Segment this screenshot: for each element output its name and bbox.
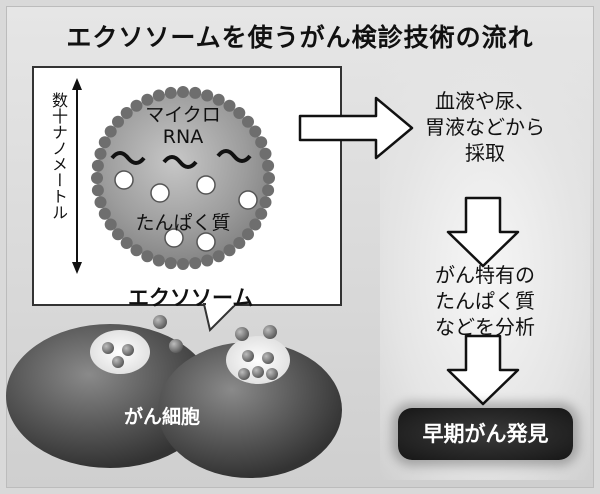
membrane-dot: [152, 89, 165, 102]
membrane-dot: [189, 86, 202, 99]
membrane-dot: [120, 107, 133, 119]
membrane-dot: [177, 86, 189, 98]
figure-title: エクソソームを使うがん検診技術の流れ: [66, 23, 534, 52]
membrane-dot: [223, 99, 236, 112]
membrane-dot: [262, 184, 275, 197]
membrane-dot: [255, 136, 268, 149]
membrane-dot: [259, 147, 272, 160]
flow-step-analysis: がん特有の たんぱく質 などを分析: [435, 263, 535, 339]
released-exosome: [153, 315, 167, 329]
protein-circle: [150, 183, 170, 203]
micro-rna-strand: [162, 155, 198, 169]
released-exosome: [235, 327, 249, 341]
membrane-dot: [91, 184, 104, 197]
membrane-dot: [94, 196, 107, 209]
membrane-dot: [104, 218, 117, 231]
membrane-dot: [98, 136, 111, 149]
final-step-box: [398, 408, 573, 460]
membrane-dots: [91, 86, 275, 270]
micro-rna-strand: [216, 149, 252, 163]
released-exosome: [263, 325, 277, 339]
protein-circle: [164, 228, 184, 248]
membrane-dot: [189, 257, 202, 270]
flow-step-collection: 血液や尿、 胃液などから 採取: [425, 89, 545, 165]
membrane-dot: [242, 115, 254, 128]
membrane-dot: [259, 196, 272, 209]
membrane-dot: [130, 99, 143, 112]
protein-circle: [238, 190, 258, 210]
exosome-label: エクソソーム: [128, 286, 254, 310]
membrane-dot: [91, 172, 103, 184]
exosome-bud: [90, 330, 150, 374]
membrane-dot: [249, 125, 262, 138]
size-label: 数十ナノメートル: [49, 92, 68, 220]
membrane-dot: [104, 125, 117, 138]
membrane-dot: [242, 228, 254, 241]
membrane-dot: [255, 207, 268, 220]
cancer-cell-label: がん細胞: [124, 406, 201, 428]
membrane-dot: [212, 93, 225, 106]
protein-circle: [114, 170, 134, 190]
membrane-dot: [164, 86, 177, 99]
flow-arrow-down: [446, 196, 520, 268]
membrane-dot: [152, 254, 165, 267]
flow-arrow-down: [446, 334, 520, 406]
flow-arrow-right: [298, 96, 414, 160]
micro-rna-label: マイクロ RNA: [145, 104, 221, 148]
membrane-dot: [233, 237, 246, 249]
callout-pointer: [202, 302, 239, 332]
cancer-cell: [158, 342, 342, 478]
membrane-dot: [94, 147, 107, 160]
membrane-dot: [177, 258, 189, 270]
exosome-magnified: [91, 86, 275, 270]
micro-rna-strand: [110, 151, 146, 165]
released-exosome: [169, 339, 183, 353]
membrane-dot: [130, 244, 143, 257]
membrane-dot: [141, 93, 154, 106]
membrane-dot: [223, 244, 236, 257]
membrane-dot: [212, 250, 225, 263]
membrane-dot: [201, 254, 214, 267]
membrane-dot: [201, 89, 214, 102]
membrane-dot: [249, 218, 262, 231]
membrane-dot: [98, 207, 111, 220]
membrane-dot: [112, 228, 124, 241]
membrane-dot: [120, 237, 133, 249]
protein-circle: [196, 232, 216, 252]
size-arrow: [72, 78, 82, 274]
flow-step-detection: 早期がん発見: [422, 422, 549, 446]
cancer-cells: [6, 315, 342, 478]
membrane-dot: [262, 159, 275, 172]
cancer-cell: [6, 324, 214, 468]
membrane-dot: [164, 257, 177, 270]
protein-circle: [196, 175, 216, 195]
protein-label: たんぱく質: [135, 212, 231, 234]
membrane-dot: [263, 172, 275, 184]
membrane-dot: [91, 159, 104, 172]
membrane-dot: [112, 115, 124, 128]
membrane-dot: [233, 107, 246, 119]
membrane-dot: [141, 250, 154, 263]
